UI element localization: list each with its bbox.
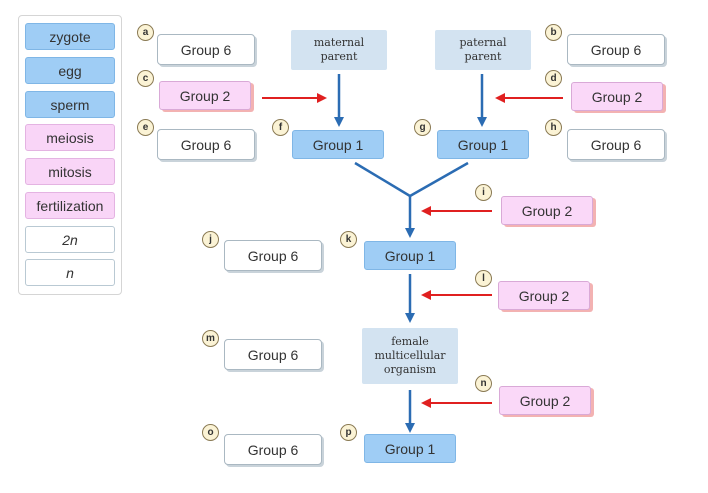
drop-zone-b[interactable]: Group 6	[567, 34, 665, 65]
tile-2n-label: 2n	[62, 231, 78, 248]
drop-zone-c[interactable]: Group 2	[159, 81, 251, 110]
tile-sperm[interactable]: sperm	[25, 91, 115, 118]
drop-zone-p[interactable]: Group 1	[364, 434, 456, 463]
female-line3: organism	[383, 363, 437, 377]
tile-fertilization[interactable]: fertilization	[25, 192, 115, 219]
badge-f: f	[272, 119, 289, 136]
term-palette: zygote egg sperm meiosis mitosis fertili…	[18, 15, 122, 295]
female-line2: multicellular	[374, 348, 446, 362]
badge-i: i	[475, 184, 492, 201]
drop-zone-n[interactable]: Group 2	[499, 386, 591, 415]
tile-n[interactable]: n	[25, 259, 115, 286]
maternal-line2: parent	[320, 50, 358, 63]
line-merge-right	[409, 161, 469, 198]
paternal-line2: parent	[464, 50, 502, 63]
badge-g: g	[414, 119, 431, 136]
tile-mitosis[interactable]: mitosis	[25, 158, 115, 185]
tile-zygote[interactable]: zygote	[25, 23, 115, 50]
paternal-line1: paternal	[459, 35, 507, 49]
drop-zone-o[interactable]: Group 6	[224, 434, 322, 465]
badge-c: c	[137, 70, 154, 87]
badge-k: k	[340, 231, 357, 248]
line-merge-left	[354, 161, 411, 198]
drop-zone-l[interactable]: Group 2	[498, 281, 590, 310]
drop-zone-d[interactable]: Group 2	[571, 82, 663, 111]
drop-zone-e[interactable]: Group 6	[157, 129, 255, 160]
badge-e: e	[137, 119, 154, 136]
badge-h: h	[545, 119, 562, 136]
tile-n-label: n	[66, 264, 74, 281]
badge-o: o	[202, 424, 219, 441]
badge-a: a	[137, 24, 154, 41]
drop-zone-a[interactable]: Group 6	[157, 34, 255, 65]
badge-m: m	[202, 330, 219, 347]
badge-p: p	[340, 424, 357, 441]
tile-egg[interactable]: egg	[25, 57, 115, 84]
drop-zone-g[interactable]: Group 1	[437, 130, 529, 159]
maternal-line1: maternal	[313, 35, 365, 49]
drop-zone-h[interactable]: Group 6	[567, 129, 665, 160]
tile-meiosis[interactable]: meiosis	[25, 124, 115, 151]
badge-l: l	[475, 270, 492, 287]
badge-n: n	[475, 375, 492, 392]
drop-zone-m[interactable]: Group 6	[224, 339, 322, 370]
drop-zone-k[interactable]: Group 1	[364, 241, 456, 270]
drop-zone-f[interactable]: Group 1	[292, 130, 384, 159]
female-line1: female	[391, 334, 429, 348]
badge-b: b	[545, 24, 562, 41]
badge-d: d	[545, 70, 562, 87]
drop-zone-i[interactable]: Group 2	[501, 196, 593, 225]
drop-zone-j[interactable]: Group 6	[224, 240, 322, 271]
tile-2n[interactable]: 2n	[25, 226, 115, 253]
badge-j: j	[202, 231, 219, 248]
